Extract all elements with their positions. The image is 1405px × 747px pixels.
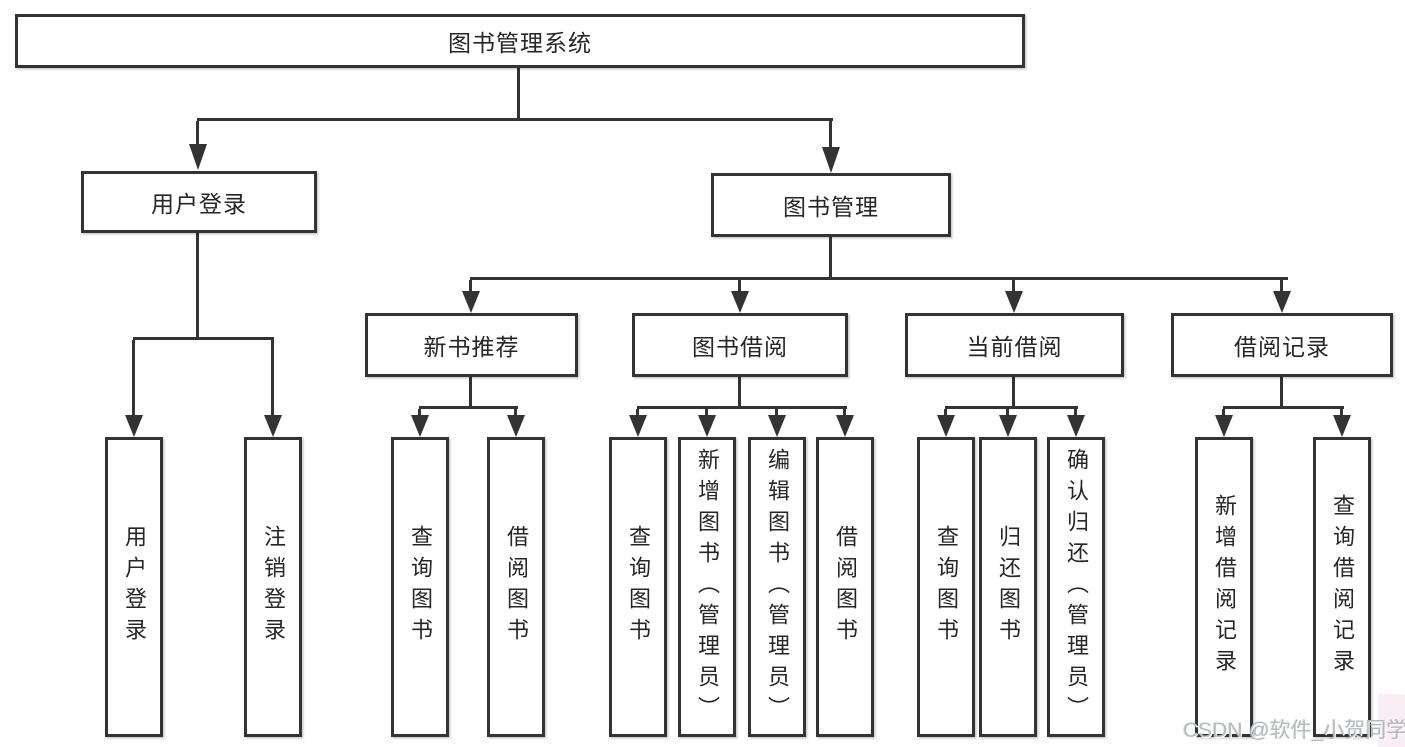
leaf-query-books-recommend: 查询图书: [391, 437, 449, 737]
connector-line: [843, 409, 846, 415]
node-book-management: 图书管理: [711, 173, 951, 237]
connector-line: [418, 409, 421, 415]
arrowhead-down-icon: [768, 415, 786, 437]
node-book-borrowing: 图书借阅: [632, 313, 848, 377]
arrowhead-down-icon: [999, 415, 1017, 437]
connector-line: [705, 409, 708, 415]
leaf-confirm-return-admin: 确认归还（管理员）: [1047, 437, 1105, 737]
node-label: 借阅记录: [1234, 334, 1330, 360]
node-library-management-system: 图书管理系统: [15, 14, 1025, 68]
corner-tint: [1378, 694, 1405, 747]
connector-line: [637, 406, 847, 409]
connector-line: [1280, 377, 1283, 406]
leaf-query-books-borrowing: 查询图书: [609, 437, 667, 737]
connector-line: [469, 377, 472, 406]
arrowhead-down-icon: [822, 147, 840, 173]
leaf-label: 查询图书: [934, 525, 959, 649]
connector-line: [1280, 280, 1283, 291]
csdn-watermark: CSDN @软件_小贺同学: [1183, 719, 1405, 742]
connector-line: [470, 277, 1288, 280]
leaf-edit-book-admin: 编辑图书（管理员）: [748, 437, 806, 737]
node-user-login: 用户登录: [81, 171, 317, 233]
connector-line: [738, 280, 741, 291]
connector-line: [1012, 377, 1015, 406]
leaf-label: 借阅图书: [504, 525, 529, 649]
arrowhead-down-icon: [698, 415, 716, 437]
connector-line: [945, 406, 1078, 409]
arrowhead-down-icon: [264, 415, 282, 437]
node-current-borrowing: 当前借阅: [905, 313, 1124, 377]
arrowhead-down-icon: [507, 415, 525, 437]
connector-line: [197, 118, 833, 121]
arrowhead-down-icon: [937, 415, 955, 437]
node-label: 图书管理: [783, 194, 879, 220]
connector-line: [133, 337, 274, 340]
connector-line: [738, 377, 741, 406]
leaf-label: 查询图书: [626, 525, 651, 649]
connector-line: [944, 409, 947, 415]
node-label: 用户登录: [151, 191, 247, 217]
node-new-book-recommend: 新书推荐: [365, 313, 578, 377]
leaf-borrow-books: 借阅图书: [816, 437, 874, 737]
leaf-label: 新增借阅记录: [1212, 494, 1237, 680]
leaf-label: 归还图书: [996, 525, 1021, 649]
connector-line: [1074, 409, 1077, 415]
leaf-add-book-admin: 新增图书（管理员）: [678, 437, 736, 737]
leaf-add-borrow-record: 新增借阅记录: [1195, 437, 1253, 737]
connector-line: [636, 409, 639, 415]
node-label: 图书管理系统: [448, 30, 592, 56]
connector-line: [1012, 280, 1015, 291]
leaf-label: 用户登录: [122, 525, 147, 649]
leaf-label: 新增图书（管理员）: [695, 447, 720, 727]
connector-line: [775, 409, 778, 415]
connector-line: [469, 280, 472, 291]
leaf-borrow-books-recommend: 借阅图书: [487, 437, 545, 737]
connector-line: [196, 121, 199, 144]
arrowhead-down-icon: [629, 415, 647, 437]
connector-line: [132, 340, 135, 415]
connector-line: [1223, 406, 1344, 409]
node-borrow-records: 借阅记录: [1171, 313, 1393, 377]
node-label: 图书借阅: [692, 334, 788, 360]
leaf-label: 确认归还（管理员）: [1064, 447, 1089, 727]
leaf-label: 查询借阅记录: [1330, 494, 1355, 680]
connector-line: [514, 409, 517, 415]
connector-line: [1222, 409, 1225, 415]
leaf-label: 编辑图书（管理员）: [765, 447, 790, 727]
leaf-query-books-current: 查询图书: [917, 437, 975, 737]
arrowhead-down-icon: [1215, 415, 1233, 437]
leaf-query-borrow-record: 查询借阅记录: [1313, 437, 1371, 737]
connector-line: [1006, 409, 1009, 415]
leaf-user-login: 用户登录: [105, 437, 163, 737]
leaf-logout: 注销登录: [244, 437, 302, 737]
connector-line: [517, 68, 520, 118]
arrowhead-down-icon: [462, 291, 480, 313]
node-label: 新书推荐: [423, 334, 520, 360]
leaf-label: 注销登录: [261, 525, 286, 649]
connector-line: [196, 233, 199, 337]
node-label: 当前借阅: [966, 334, 1063, 360]
arrowhead-down-icon: [1333, 415, 1351, 437]
arrowhead-down-icon: [1273, 291, 1291, 313]
arrowhead-down-icon: [411, 415, 429, 437]
leaf-label: 查询图书: [408, 525, 433, 649]
arrowhead-down-icon: [125, 415, 143, 437]
arrowhead-down-icon: [836, 415, 854, 437]
arrowhead-down-icon: [189, 144, 207, 170]
connector-line: [1340, 409, 1343, 415]
leaf-return-book: 归还图书: [979, 437, 1037, 737]
leaf-label: 借阅图书: [833, 525, 858, 649]
connector-line: [271, 340, 274, 415]
arrowhead-down-icon: [1067, 415, 1085, 437]
arrowhead-down-icon: [1005, 291, 1023, 313]
connector-line: [829, 121, 832, 147]
connector-line: [829, 237, 832, 277]
connector-line: [419, 406, 518, 409]
arrowhead-down-icon: [731, 291, 749, 313]
